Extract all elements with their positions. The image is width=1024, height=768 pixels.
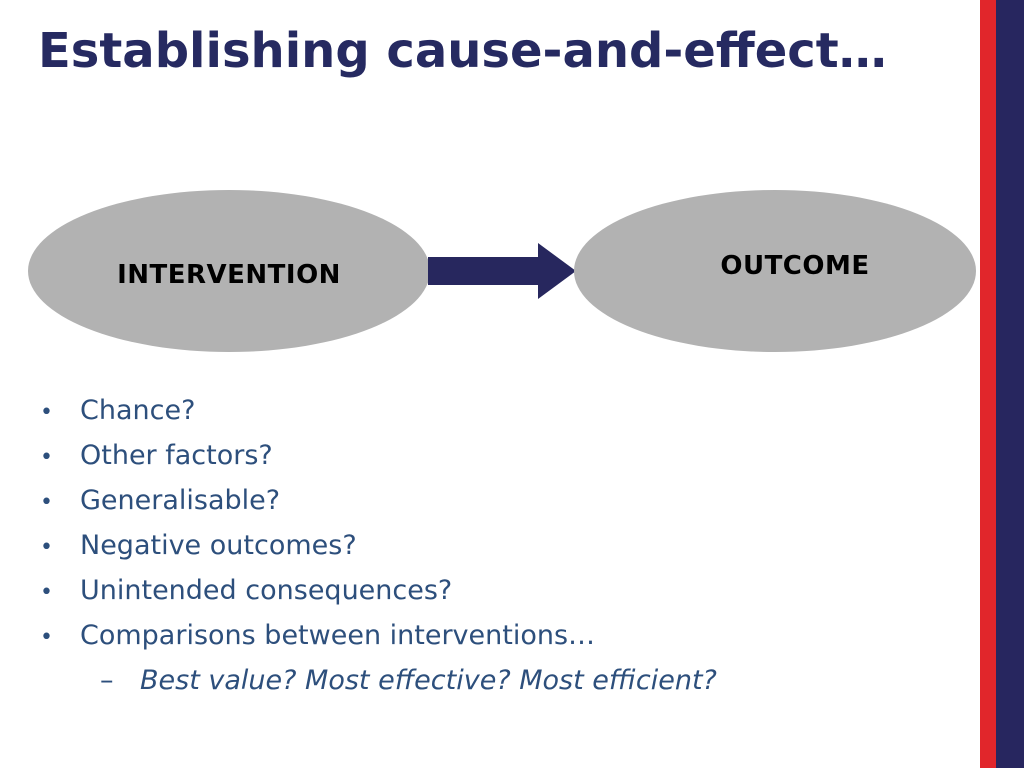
outcome-label: OUTCOME	[720, 251, 870, 281]
bullet-text: Chance?	[80, 395, 196, 426]
bullet-text: Unintended consequences?	[80, 575, 453, 606]
bullet-list: • Chance? • Other factors? • Generalisab…	[40, 388, 717, 703]
dash-icon: –	[100, 665, 114, 696]
bullet-item: • Negative outcomes?	[40, 523, 717, 568]
intervention-label: INTERVENTION	[117, 260, 341, 290]
intervention-node: INTERVENTION	[28, 190, 430, 352]
bullet-item: • Chance?	[40, 388, 717, 433]
accent-bar-red	[980, 0, 996, 768]
bullet-text: Generalisable?	[80, 485, 281, 516]
bullet-dot-icon: •	[40, 400, 53, 425]
arrow-shape	[428, 243, 576, 299]
sub-bullet-item: – Best value? Most effective? Most effic…	[100, 658, 717, 703]
bullet-item: • Comparisons between interventions…	[40, 613, 717, 658]
bullet-dot-icon: •	[40, 580, 53, 605]
bullet-dot-icon: •	[40, 445, 53, 470]
bullet-item: • Unintended consequences?	[40, 568, 717, 613]
bullet-text: Comparisons between interventions…	[80, 620, 596, 651]
right-arrow-icon	[428, 243, 576, 299]
bullet-dot-icon: •	[40, 490, 53, 515]
bullet-item: • Generalisable?	[40, 478, 717, 523]
sub-bullet-text: Best value? Most effective? Most efficie…	[140, 665, 717, 696]
slide-title: Establishing cause-and-effect…	[38, 23, 887, 79]
bullet-dot-icon: •	[40, 625, 53, 650]
bullet-text: Negative outcomes?	[80, 530, 357, 561]
bullet-dot-icon: •	[40, 535, 53, 560]
bullet-text: Other factors?	[80, 440, 273, 471]
outcome-node: OUTCOME	[574, 190, 976, 352]
accent-bar-navy	[996, 0, 1024, 768]
bullet-item: • Other factors?	[40, 433, 717, 478]
